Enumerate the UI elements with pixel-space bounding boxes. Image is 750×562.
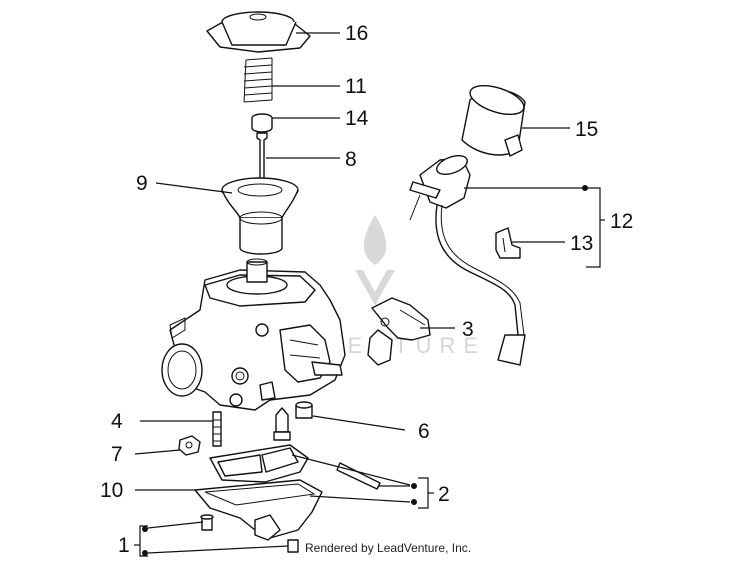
part-15-cap xyxy=(461,84,526,157)
callout-12: 12 xyxy=(610,210,633,233)
part-12-choke-assembly xyxy=(409,155,526,366)
callout-14: 14 xyxy=(345,107,369,130)
callout-15: 15 xyxy=(575,118,598,141)
callout-13: 13 xyxy=(570,232,593,255)
part-7-nut xyxy=(178,435,201,456)
leader-lines xyxy=(134,32,605,557)
part-11-spring xyxy=(243,57,273,103)
callout-11: 11 xyxy=(345,75,367,98)
part-main-jet xyxy=(273,407,291,441)
part-1-screws xyxy=(200,514,299,553)
part-4-screw xyxy=(212,411,222,447)
part-16-top-cover xyxy=(206,11,311,53)
callout-3: 3 xyxy=(462,318,474,341)
render-credit: Rendered by LeadVenture, Inc. xyxy=(305,541,472,555)
callout-2: 2 xyxy=(438,483,450,506)
part-10-float-bowl xyxy=(194,479,323,541)
callout-1: 1 xyxy=(118,534,130,557)
part-float xyxy=(209,444,309,483)
v-logo-icon xyxy=(355,270,395,305)
callout-10: 10 xyxy=(100,479,123,502)
callout-7: 7 xyxy=(111,443,123,466)
part-3-sensor xyxy=(367,297,431,366)
callout-6: 6 xyxy=(418,420,430,443)
part-13-clip xyxy=(495,227,521,259)
leadventure-watermark: VENTURE xyxy=(325,215,478,358)
callout-labels: 16 11 14 8 9 15 12 13 3 4 6 7 2 10 1 xyxy=(100,22,633,557)
part-14-spring-seat xyxy=(251,113,273,133)
part-9-diaphragm-piston xyxy=(221,177,299,255)
callout-8: 8 xyxy=(345,148,357,171)
carburetor-body xyxy=(161,258,346,411)
callout-dots xyxy=(142,185,588,556)
part-6-jet xyxy=(295,401,313,419)
flame-logo-icon xyxy=(363,215,387,265)
callout-16: 16 xyxy=(345,22,368,45)
callout-9: 9 xyxy=(136,172,148,195)
callout-4: 4 xyxy=(111,410,123,433)
